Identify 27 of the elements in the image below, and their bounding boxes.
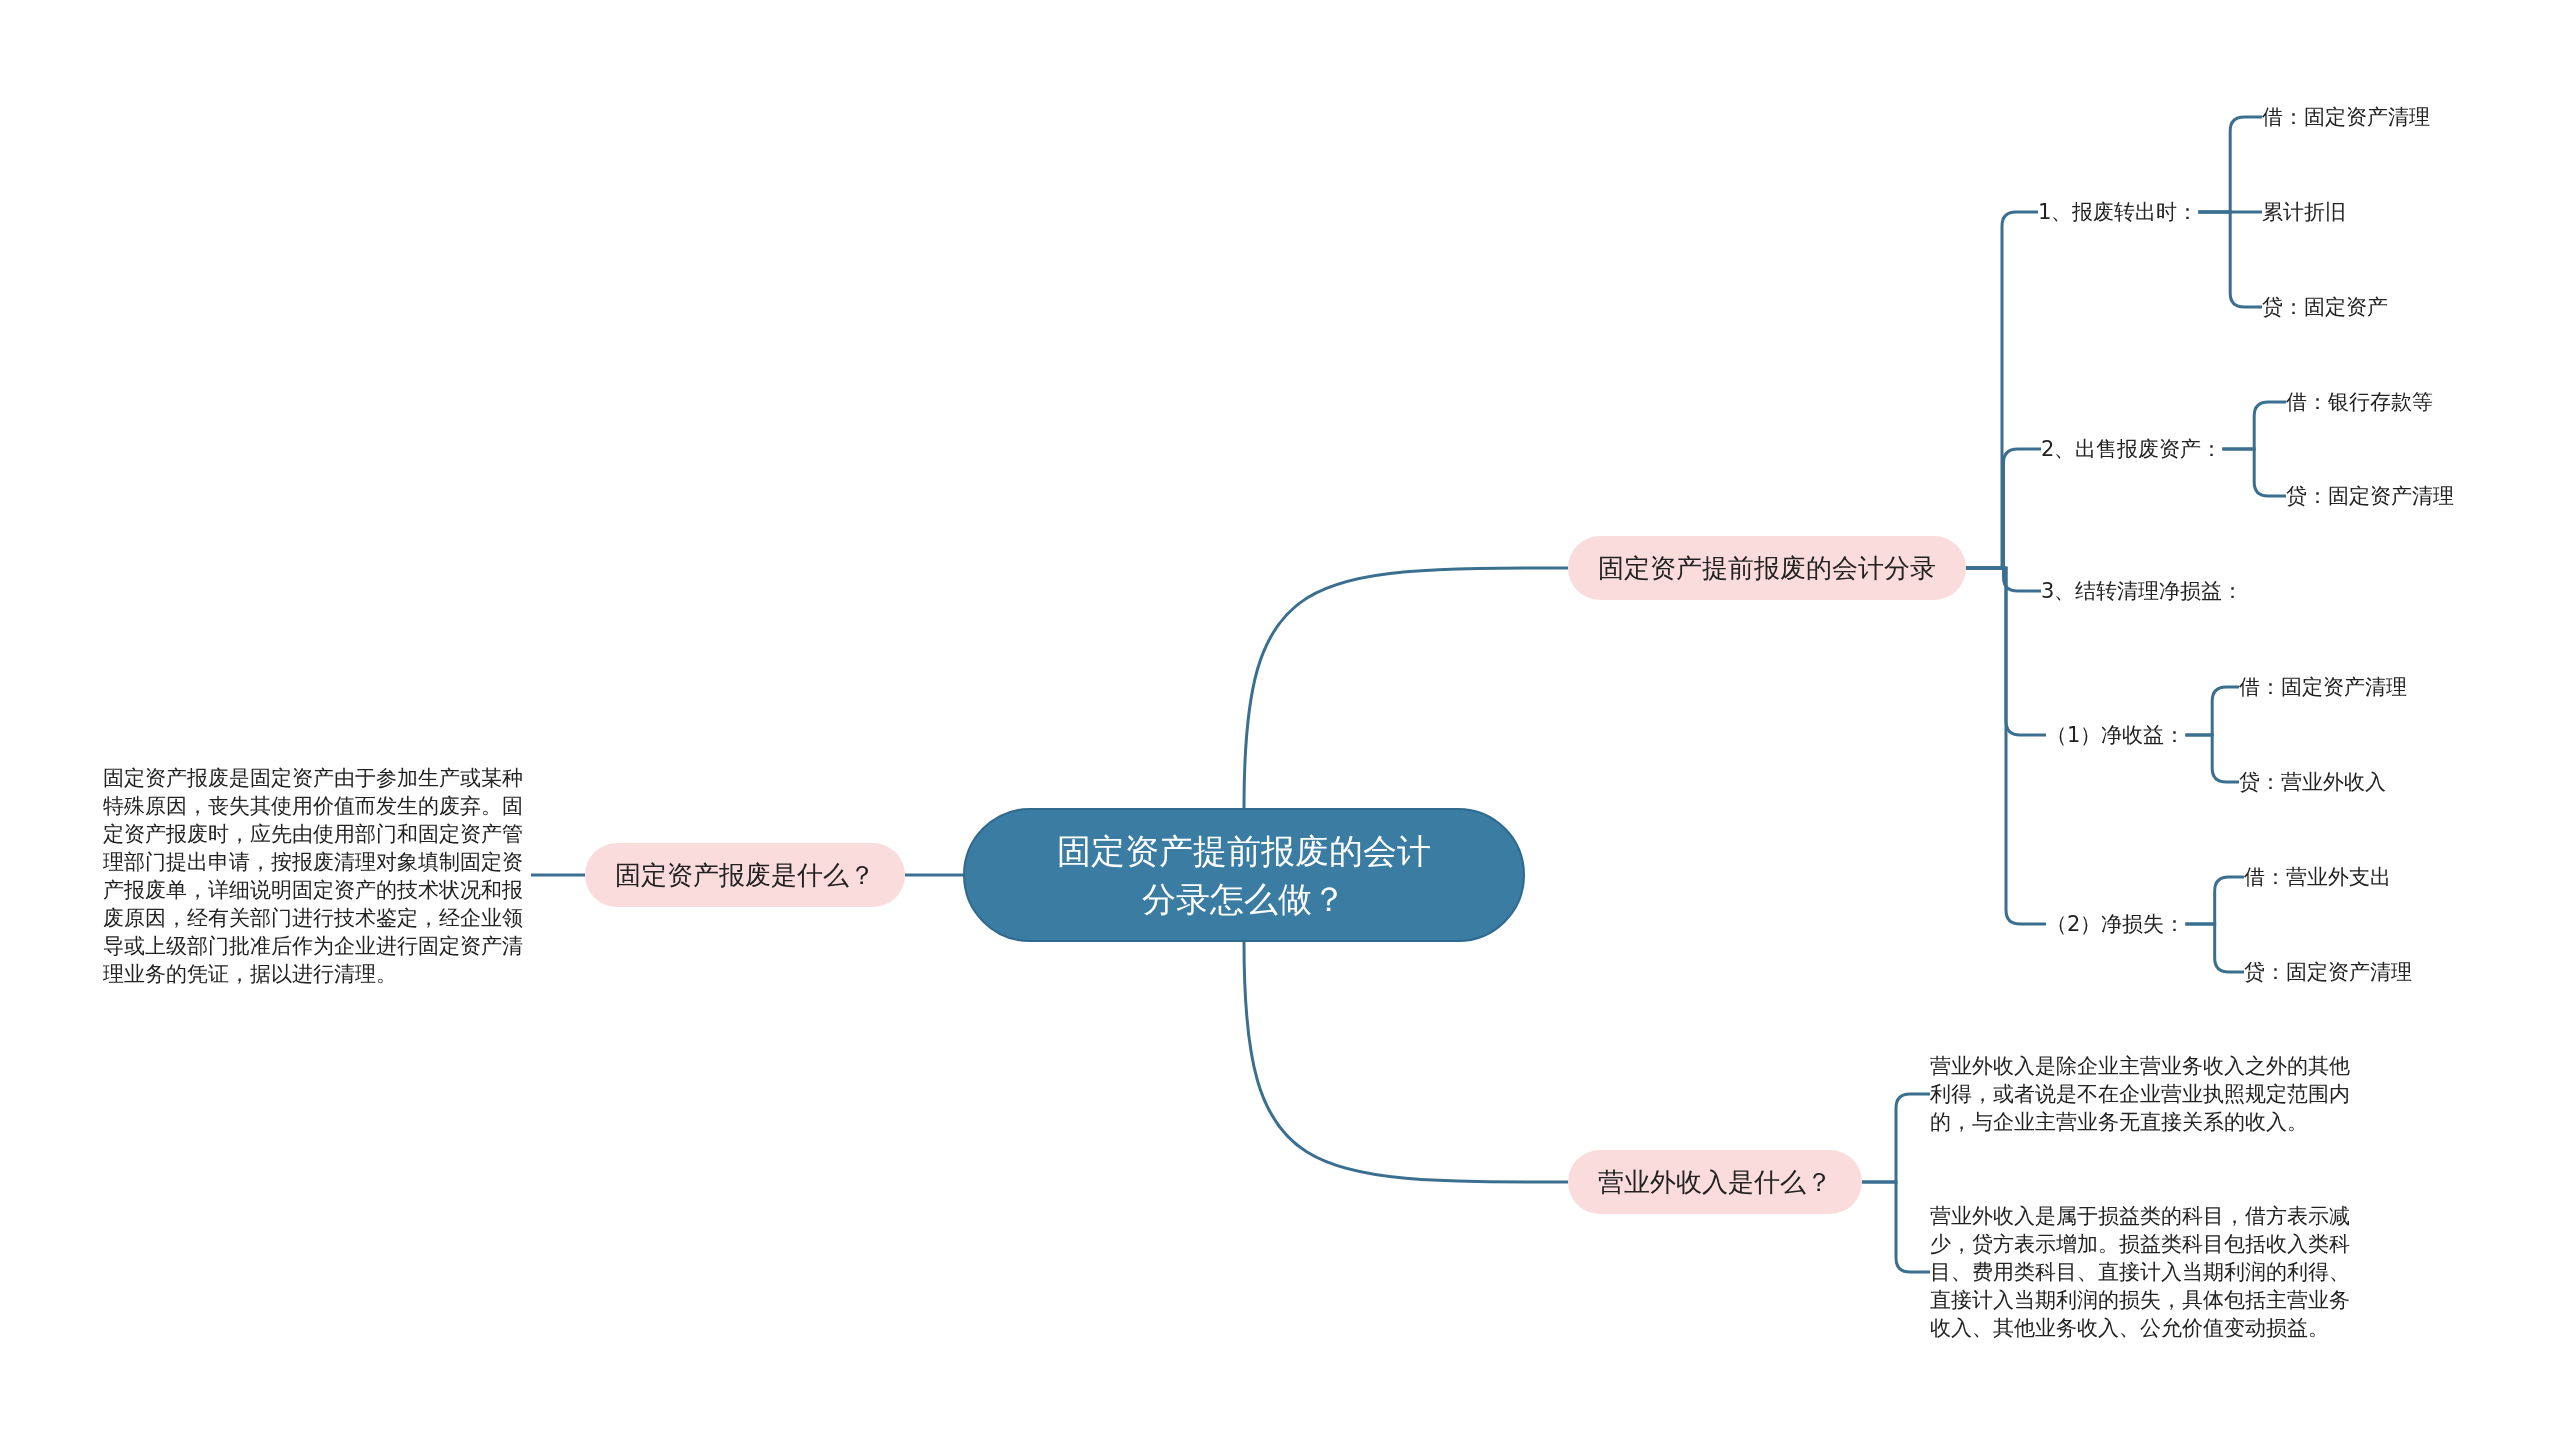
topic-pill: 营业外收入是什么？: [1568, 1150, 1862, 1214]
branch-text: 贷：固定资产: [2262, 292, 2388, 322]
branch-text: 借：营业外支出: [2244, 862, 2391, 892]
branch-text: 累计折旧: [2262, 197, 2346, 227]
description-text: 营业外收入是属于损益类的科目，借方表示减少，贷方表示增加。损益类科目包括收入类科目、费用类科目、直接计入当期利润的利得、直接计入当期利润的损失，具体包括主营业务收入、其他业务收入、公允价值变动损益。: [1930, 1202, 2358, 1342]
branch-text: 借：固定资产清理: [2239, 672, 2407, 702]
branch-text: （1）净收益：: [2046, 720, 2186, 750]
branch-text: 1、报废转出时：: [2038, 197, 2199, 227]
branch-text: 贷：固定资产清理: [2286, 481, 2454, 511]
branch-text: 贷：固定资产清理: [2244, 957, 2412, 987]
central-topic: 固定资产提前报废的会计分录怎么做？: [963, 808, 1525, 942]
branch-text: 借：银行存款等: [2286, 387, 2433, 417]
connector-line: [1966, 566, 2046, 926]
branch-text: 3、结转清理净损益：: [2041, 576, 2244, 606]
topic-pill: 固定资产提前报废的会计分录: [1568, 536, 1966, 600]
connector-line: [1242, 941, 1568, 1184]
topic-pill: 固定资产报废是什么？: [585, 843, 905, 907]
branch-text: 2、出售报废资产：: [2041, 434, 2223, 464]
connector-line: [2185, 733, 2239, 784]
branch-text: （2）净损失：: [2046, 909, 2186, 939]
connector-line: [531, 873, 585, 877]
connector-line: [905, 873, 963, 877]
branch-text: 贷：营业外收入: [2239, 767, 2386, 797]
branch-text: 借：固定资产清理: [2262, 102, 2430, 132]
connector-line: [1242, 566, 1568, 809]
description-text: 营业外收入是除企业主营业务收入之外的其他利得，或者说是不在企业营业执照规定范围内的，与企业主营业务无直接关系的收入。: [1930, 1052, 2358, 1136]
description-text: 固定资产报废是固定资产由于参加生产或某种特殊原因，丧失其使用价值而发生的废弃。固定资产报废时，应先由使用部门和固定资产管理部门提出申请，按报废清理对象填制固定资产报废单，详细说明固定资产的技术状况和报废原因，经有关部门进行技术鉴定，经企业领导或上级部门批准后作为企业进行固定资产清理业务的凭证，据以进行清理。: [103, 764, 531, 988]
